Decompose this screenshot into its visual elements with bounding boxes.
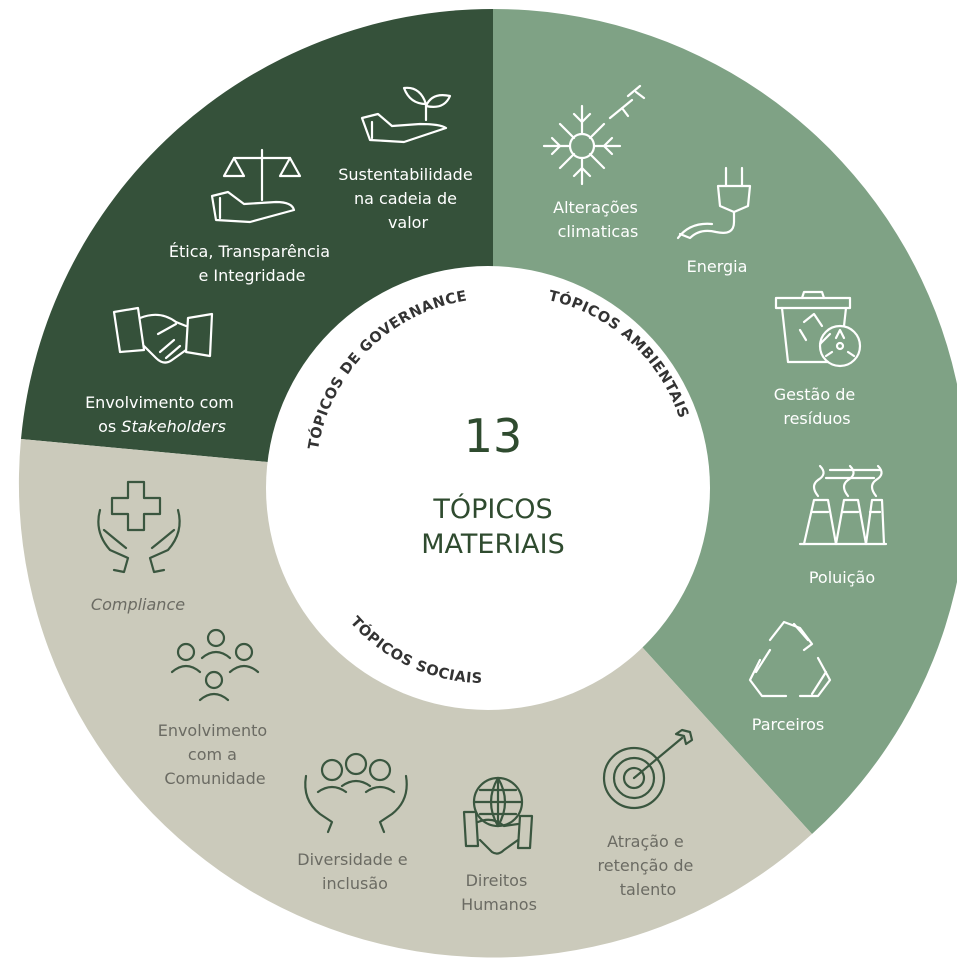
plug-icon (676, 166, 752, 240)
topic-residuos: Gestão de resíduos (774, 385, 861, 428)
cross-in-hands-icon (97, 480, 181, 574)
topic-comunidade: Envolvimento com a Comunidade (158, 721, 273, 788)
scales-in-hand-icon (210, 148, 302, 224)
center-title-line2: MATERIAIS (421, 529, 565, 560)
topic-etica: Ética, Transparência e Integridade (169, 242, 335, 285)
people-group-icon (170, 628, 260, 702)
center-title-line1: TÓPICOS (432, 493, 552, 525)
target-icon (602, 728, 694, 810)
topic-talento: Atração e retenção de talento (598, 832, 699, 899)
people-in-hands-icon (304, 752, 408, 834)
topic-energia: Energia (687, 257, 748, 276)
topic-alteracoes: Alterações climaticas (553, 198, 643, 241)
segment-sociais (18, 439, 812, 958)
plant-in-hand-icon (360, 86, 452, 144)
segment-ambientais (493, 9, 957, 834)
topic-direitos: Direitos Humanos (461, 871, 537, 914)
topic-sustentabilidade: Sustentabilidade na cadeia de valor (338, 165, 478, 232)
topic-compliance: Compliance (91, 595, 185, 614)
recycle-bin-icon (774, 290, 862, 368)
recycle-icon (748, 620, 832, 698)
center-circle (266, 266, 710, 710)
snowflake-icon (542, 84, 646, 186)
topic-diversidade: Diversidade e inclusão (297, 850, 412, 893)
handshake-icon (112, 306, 214, 364)
topic-parceiros: Parceiros (752, 715, 824, 734)
topic-poluicao: Poluição (809, 568, 875, 587)
topic-envolvimento-stakeholders: Envolvimento com os Stakeholders (85, 393, 239, 436)
globe-handshake-icon (462, 776, 534, 855)
center-number: 13 (464, 409, 523, 463)
factory-smoke-icon (798, 464, 888, 546)
